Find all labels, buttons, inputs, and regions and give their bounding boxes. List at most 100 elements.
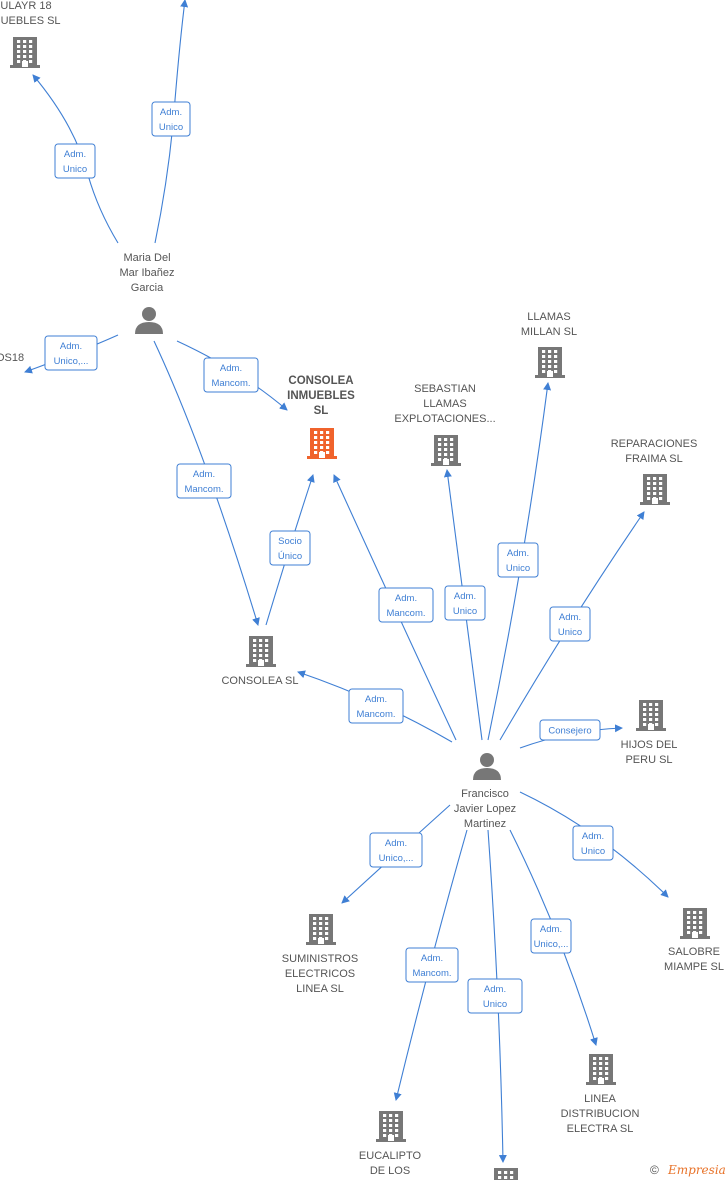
- node-label: LINEA: [584, 1093, 616, 1105]
- relation-label-r8[interactable]: Adm. Unico: [444, 585, 486, 621]
- relation-text: Mancom.: [386, 608, 425, 619]
- relation-text: Adm.: [160, 107, 182, 118]
- relation-text: Adm.: [507, 548, 529, 559]
- relation-text: Adm.: [220, 363, 242, 374]
- relation-text: Mancom.: [184, 484, 223, 495]
- relation-label-r16[interactable]: Adm. Mancom.: [405, 947, 459, 983]
- relation-text: Unico: [453, 606, 477, 617]
- relation-box[interactable]: [151, 101, 191, 137]
- node-label: EUCALIPTO: [359, 1150, 422, 1162]
- relation-text: Socio: [278, 536, 302, 547]
- relation-label-r1[interactable]: Adm. Unico: [54, 143, 96, 179]
- relation-text: Unico,...: [54, 356, 89, 367]
- relation-box[interactable]: [54, 143, 96, 179]
- company-icon[interactable]: [586, 1054, 616, 1085]
- company-icon[interactable]: [376, 1111, 406, 1142]
- person-icon[interactable]: [473, 753, 501, 780]
- relation-box[interactable]: [348, 688, 404, 724]
- node-label: SALOBRE: [668, 946, 720, 958]
- node-os18[interactable]: OS18: [0, 352, 24, 364]
- relation-text: Unico: [63, 164, 87, 175]
- node-bottom[interactable]: [491, 1168, 521, 1180]
- relation-label-r12[interactable]: Consejero: [539, 719, 601, 741]
- relation-text: Unico: [159, 122, 183, 133]
- node-label: CONSOLEA SL: [221, 675, 298, 687]
- node-label: FRAIMA SL: [625, 453, 682, 465]
- node-eucalipto[interactable]: EUCALIPTO DE LOS: [359, 1111, 422, 1177]
- company-icon[interactable]: [491, 1168, 521, 1180]
- relation-box[interactable]: [444, 585, 486, 621]
- node-label: OS18: [0, 352, 24, 364]
- node-label: Mar Ibañez: [119, 267, 174, 279]
- node-linea[interactable]: LINEA DISTRIBUCION ELECTRA SL: [561, 1054, 640, 1135]
- node-label: INMUEBLES: [287, 390, 355, 402]
- relation-label-r11[interactable]: Adm.Mancom.: [348, 688, 404, 724]
- relation-text: Adm.: [395, 593, 417, 604]
- node-ulayr[interactable]: ULAYR 18MUEBLES SL: [0, 0, 61, 68]
- relation-label-r7[interactable]: Adm. Mancom.: [378, 587, 434, 623]
- relation-box[interactable]: [549, 606, 591, 642]
- relation-label-r10[interactable]: Adm.Unico: [549, 606, 591, 642]
- relation-text: Adm.: [64, 149, 86, 160]
- node-label: EXPLOTACIONES...: [394, 413, 495, 425]
- relation-text: Mancom.: [412, 968, 451, 979]
- node-consolea[interactable]: CONSOLEA SL: [221, 636, 299, 687]
- relation-box[interactable]: [44, 335, 98, 371]
- company-icon[interactable]: [431, 435, 461, 466]
- relation-box[interactable]: [572, 825, 614, 861]
- company-icon[interactable]: [246, 636, 276, 667]
- company-icon[interactable]: [680, 908, 710, 939]
- company-icon[interactable]: [535, 347, 565, 378]
- relation-box[interactable]: [539, 719, 601, 741]
- node-label: Javier Lopez: [454, 803, 516, 815]
- relation-box[interactable]: [467, 978, 523, 1014]
- relation-label-r15[interactable]: Adm.Unico,...: [530, 918, 572, 954]
- relation-box[interactable]: [530, 918, 572, 954]
- relation-label-r2[interactable]: Adm. Unico: [151, 101, 191, 137]
- node-label: DISTRIBUCION: [561, 1108, 640, 1120]
- relation-box[interactable]: [269, 530, 311, 566]
- node-label: LLAMAS: [423, 398, 466, 410]
- relation-box[interactable]: [369, 832, 423, 868]
- node-label: DE LOS: [370, 1165, 410, 1177]
- relation-text: Único: [278, 551, 302, 562]
- relation-label-r9[interactable]: Adm.Unico: [497, 542, 539, 578]
- relation-label-r14[interactable]: Adm. Unico: [572, 825, 614, 861]
- relation-box[interactable]: [203, 357, 259, 393]
- watermark: © Empresia: [650, 1163, 726, 1177]
- relation-text: Adm.: [582, 831, 604, 842]
- relation-label-r17[interactable]: Adm.Unico: [467, 978, 523, 1014]
- company-icon[interactable]: [306, 914, 336, 945]
- relation-box[interactable]: [497, 542, 539, 578]
- relation-text: Unico: [581, 846, 605, 857]
- relation-label-r3[interactable]: Adm.Unico,...: [44, 335, 98, 371]
- relation-box[interactable]: [405, 947, 459, 983]
- person-icon[interactable]: [135, 307, 163, 334]
- node-label: Maria Del: [123, 252, 170, 264]
- node-label: ELECTRA SL: [567, 1123, 634, 1135]
- company-icon[interactable]: [640, 474, 670, 505]
- company-icon-highlight[interactable]: [307, 428, 337, 459]
- relation-label-r5[interactable]: Adm.Mancom.: [176, 463, 232, 499]
- relation-box[interactable]: [378, 587, 434, 623]
- relation-text: Adm.: [421, 953, 443, 964]
- company-icon[interactable]: [10, 37, 40, 68]
- node-sebastian[interactable]: SEBASTIANLLAMASEXPLOTACIONES...: [394, 383, 496, 466]
- relation-box[interactable]: [176, 463, 232, 499]
- relation-label-r4[interactable]: Adm.Mancom.: [203, 357, 259, 393]
- company-icon[interactable]: [636, 700, 666, 731]
- relation-text: Adm.: [454, 591, 476, 602]
- node-label: ULAYR 18: [0, 0, 51, 12]
- relation-label-r13[interactable]: Adm.Unico,...: [369, 832, 423, 868]
- relation-text: Unico,...: [379, 853, 414, 864]
